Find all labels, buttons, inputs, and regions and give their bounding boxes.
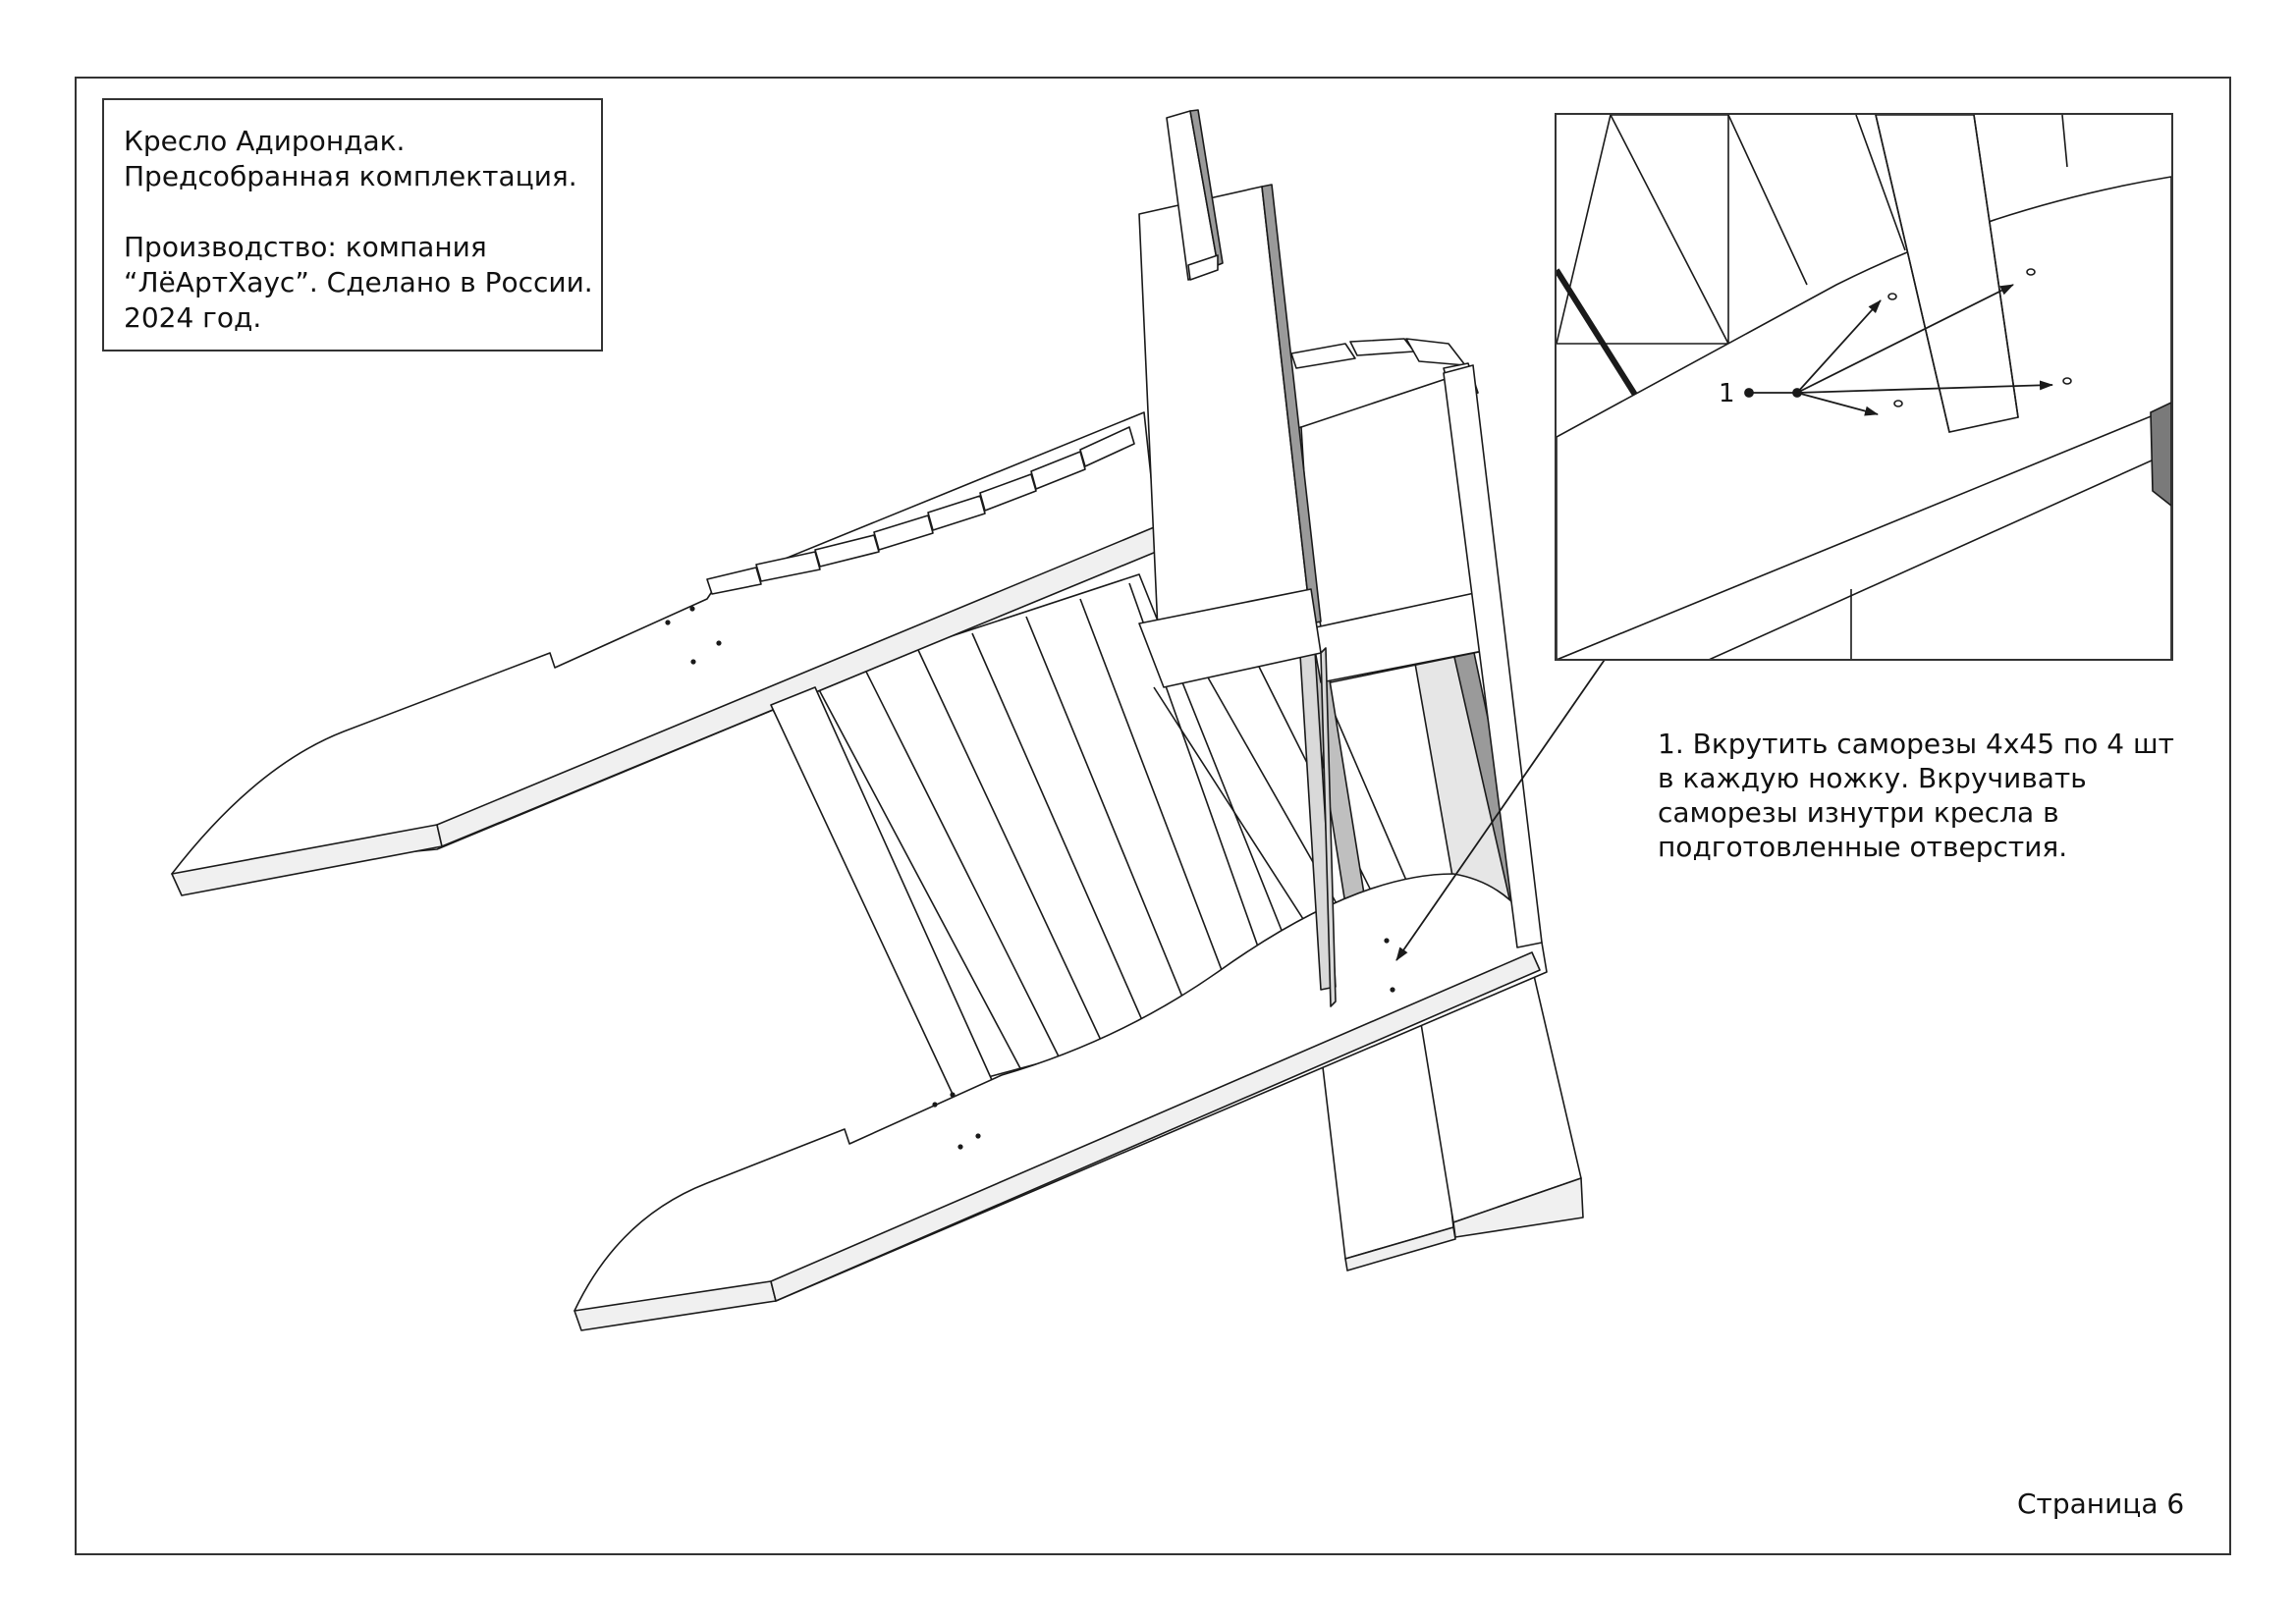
title-line-kit: Предсобранная комплектация. — [124, 160, 577, 192]
instruction-line-4: подготовленные отверстия. — [1658, 831, 2068, 863]
page-border — [75, 77, 2231, 1555]
detail-view — [1555, 113, 2173, 661]
detail-callout-number: 1 — [1719, 379, 1735, 408]
title-line-product: Кресло Адирондак. — [124, 125, 406, 157]
chair-isometric-view — [171, 109, 1584, 1331]
back-top-cap — [1166, 109, 1224, 281]
title-line-year: 2024 год. — [124, 301, 262, 334]
armrest-right — [574, 873, 1548, 1331]
back-board — [1138, 184, 1337, 1007]
seat-slats — [765, 573, 1430, 1081]
title-block: Кресло Адирондак. Предсобранная комплект… — [102, 98, 603, 352]
page-number: Страница 6 — [2017, 1488, 2185, 1520]
title-line-company: “ЛёАртХаус”. Сделано в России. — [124, 266, 593, 298]
instruction-line-1: 1. Вкрутить саморезы 4x45 по 4 шт — [1658, 728, 2174, 760]
rear-leg-right — [1418, 966, 1584, 1238]
title-line-maker: Производство: компания — [124, 231, 487, 263]
armrest-left — [171, 411, 1162, 896]
back-upright-right — [1285, 364, 1543, 991]
instruction-line-2: в каждую ножку. Вкручивать — [1658, 762, 2087, 794]
rear-leg-left — [1320, 1005, 1456, 1271]
instruction-line-3: саморезы изнутри кресла в — [1658, 796, 2059, 829]
detail-arrows — [1744, 284, 2053, 416]
instruction-text: 1. Вкрутить саморезы 4x45 по 4 шт в кажд… — [1658, 727, 2208, 864]
